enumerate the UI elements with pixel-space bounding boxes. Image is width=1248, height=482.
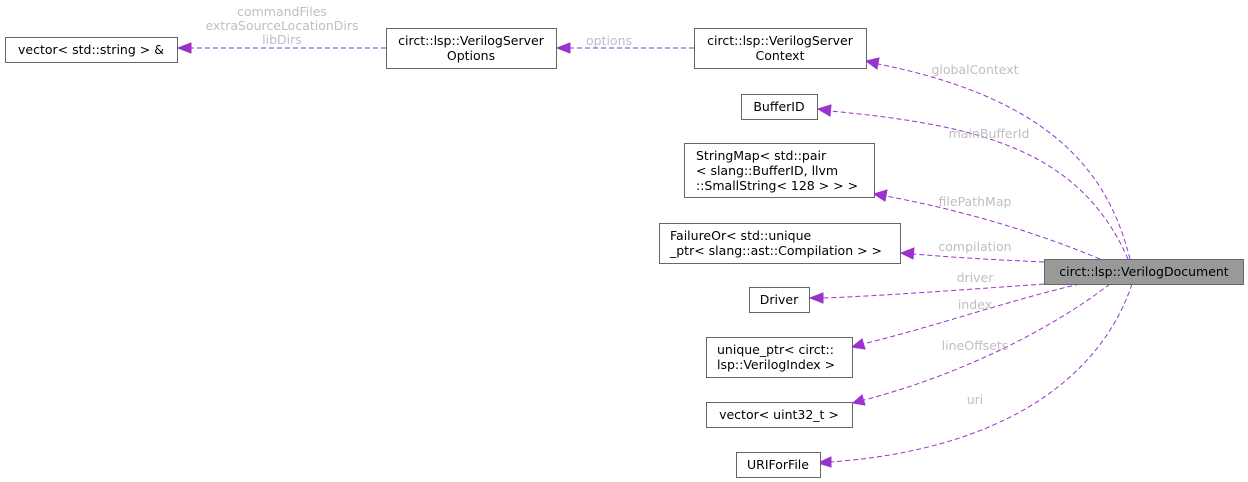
svg-text:circt::lsp::VerilogDocument: circt::lsp::VerilogDocument bbox=[1059, 264, 1229, 279]
node-verilog-document[interactable]: circt::lsp::VerilogDocument bbox=[1044, 259, 1244, 285]
node-driver[interactable]: Driver bbox=[749, 287, 810, 313]
edge-global-context bbox=[864, 57, 1131, 260]
edge-label-line-offsets: lineOffsets bbox=[942, 338, 1009, 353]
svg-text:_ptr< slang::ast::Compilation: _ptr< slang::ast::Compilation > > bbox=[669, 243, 882, 258]
edge-label-file-path-map: filePathMap bbox=[939, 194, 1012, 209]
node-verilog-server-options[interactable]: circt::lsp::VerilogServer Options bbox=[386, 28, 557, 69]
node-failure-or[interactable]: FailureOr< std::unique _ptr< slang::ast:… bbox=[659, 223, 901, 264]
svg-text:vector< std::string > &: vector< std::string > & bbox=[18, 42, 164, 57]
edge-label-command-files: commandFiles bbox=[237, 4, 327, 19]
edge-options bbox=[555, 42, 694, 54]
edge-label-extra-source-location-dirs: extraSourceLocationDirs bbox=[205, 18, 358, 33]
svg-text:Options: Options bbox=[447, 48, 495, 63]
svg-text:lsp::VerilogIndex >: lsp::VerilogIndex > bbox=[717, 357, 835, 372]
svg-text:FailureOr< std::unique: FailureOr< std::unique bbox=[670, 228, 811, 243]
edge-label-compilation: compilation bbox=[938, 239, 1011, 254]
edge-index bbox=[850, 283, 1081, 350]
edge-label-global-context: globalContext bbox=[931, 62, 1018, 77]
svg-text:Driver: Driver bbox=[760, 292, 799, 307]
svg-text:StringMap< std::pair: StringMap< std::pair bbox=[696, 148, 827, 163]
edge-file-path-map bbox=[872, 189, 1101, 260]
svg-text:vector< uint32_t >: vector< uint32_t > bbox=[719, 407, 839, 422]
node-vector-string-ref[interactable]: vector< std::string > & bbox=[5, 37, 178, 63]
edge-line-offsets bbox=[851, 283, 1111, 406]
svg-text:unique_ptr< circt::: unique_ptr< circt:: bbox=[717, 342, 834, 357]
node-vector-uint32[interactable]: vector< uint32_t > bbox=[706, 402, 853, 428]
edge-label-options: options bbox=[586, 33, 632, 48]
svg-text:URIForFile: URIForFile bbox=[747, 457, 809, 472]
edge-label-uri: uri bbox=[967, 392, 984, 407]
edge-driver bbox=[808, 283, 1045, 304]
edge-label-main-buffer-id: mainBufferId bbox=[949, 126, 1030, 141]
node-uri-for-file[interactable]: URIForFile bbox=[736, 452, 821, 478]
edge-label-index: index bbox=[958, 297, 992, 312]
node-buffer-id[interactable]: BufferID bbox=[741, 94, 818, 120]
svg-text:::SmallString< 128 > > >: ::SmallString< 128 > > > bbox=[696, 178, 858, 193]
svg-text:circt::lsp::VerilogServer: circt::lsp::VerilogServer bbox=[707, 33, 854, 48]
svg-text:< slang::BufferID, llvm: < slang::BufferID, llvm bbox=[696, 163, 838, 178]
edge-label-driver: driver bbox=[957, 270, 995, 285]
svg-text:BufferID: BufferID bbox=[753, 99, 804, 114]
edge-compilation bbox=[899, 247, 1045, 263]
edge-uri bbox=[816, 283, 1133, 468]
node-string-map[interactable]: StringMap< std::pair < slang::BufferID, … bbox=[684, 143, 875, 198]
svg-text:circt::lsp::VerilogServer: circt::lsp::VerilogServer bbox=[398, 33, 545, 48]
node-verilog-server-context[interactable]: circt::lsp::VerilogServer Context bbox=[694, 28, 867, 69]
node-unique-ptr-index[interactable]: unique_ptr< circt:: lsp::VerilogIndex > bbox=[706, 337, 853, 378]
edge-main-buffer-id bbox=[816, 104, 1129, 260]
edge-vector-string bbox=[176, 42, 386, 54]
edge-label-lib-dirs: libDirs bbox=[262, 32, 302, 47]
svg-text:Context: Context bbox=[756, 48, 805, 63]
